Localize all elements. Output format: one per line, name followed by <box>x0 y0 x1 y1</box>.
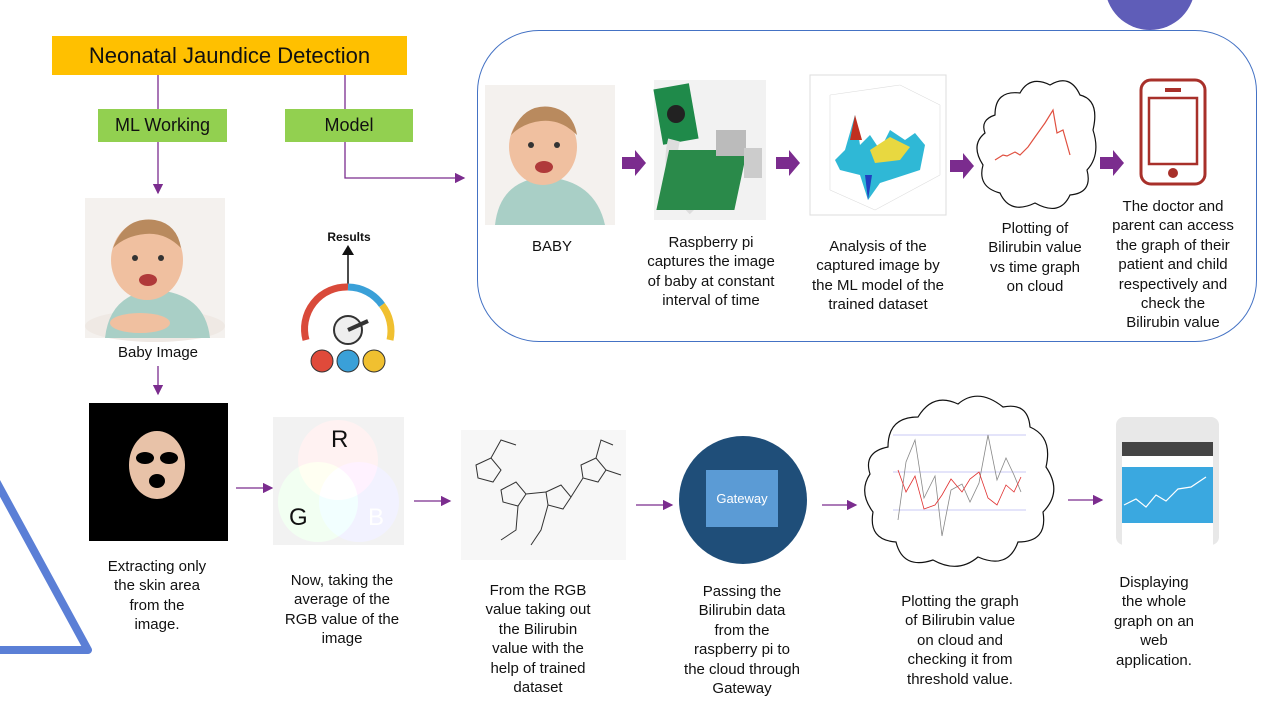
baby-photo <box>485 85 615 225</box>
model-label: Model <box>324 115 374 135</box>
cloud-threshold-graph <box>864 395 1055 567</box>
step-caption: Displaying the whole graph on an web app… <box>1113 574 1195 669</box>
step-caption: BABY <box>531 238 573 255</box>
step-caption: Raspberry pi captures the image of baby … <box>647 234 775 310</box>
gateway-label: Gateway <box>716 491 768 506</box>
letter-g: G <box>289 504 308 531</box>
step-caption: Now, taking the average of the RGB value… <box>284 572 400 648</box>
block-arrow <box>950 153 974 179</box>
rgb-venn-diagram: R G B <box>273 417 404 545</box>
page-title: Neonatal Jaundice Detection <box>88 42 371 68</box>
block-arrow <box>776 150 800 176</box>
smartphone-icon <box>1139 78 1207 186</box>
letter-b: B <box>368 504 384 531</box>
step-caption: The doctor and parent can access the gra… <box>1112 198 1234 332</box>
results-gauge-icon <box>301 245 395 373</box>
step-caption: Passing the Bilirubin data from the rasp… <box>684 583 800 698</box>
web-app-phone-image <box>1116 417 1219 545</box>
title-box: Neonatal Jaundice Detection <box>52 36 407 75</box>
ml-analysis-3d-plot <box>809 74 947 216</box>
step-caption: Plotting the graph of Bilirubin value on… <box>901 593 1019 688</box>
ml-working-label: ML Working <box>114 115 211 135</box>
skin-extraction-image <box>89 403 228 541</box>
bilirubin-molecule-image <box>461 430 626 560</box>
step-caption: Extracting only the skin area from the i… <box>107 558 207 634</box>
gateway-box: Gateway <box>706 470 778 527</box>
step-caption: Plotting of Bilirubin value vs time grap… <box>988 220 1082 296</box>
baby-image-caption: Baby Image <box>117 344 199 361</box>
block-arrow <box>1100 150 1124 176</box>
cloud-graph-icon <box>976 80 1097 210</box>
model-box: Model <box>285 109 413 142</box>
step-caption: Analysis of the captured image by the ML… <box>811 238 945 314</box>
raspberry-pi-image <box>653 80 766 220</box>
ml-working-box: ML Working <box>98 109 227 142</box>
results-label: Results <box>327 230 371 244</box>
baby-image <box>85 198 225 342</box>
letter-r: R <box>331 426 348 453</box>
step-caption: From the RGB value taking out the Biliru… <box>485 582 591 697</box>
block-arrow <box>622 150 646 176</box>
